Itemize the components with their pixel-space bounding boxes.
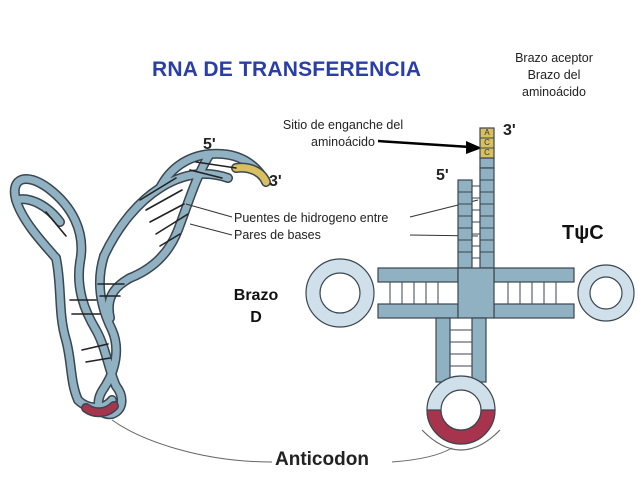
site-arrow [377, 139, 482, 154]
trna-cloverleaf [305, 127, 635, 451]
three-prime-end-left: 3' [269, 173, 282, 190]
label-line: aminoácido [522, 85, 586, 99]
d-arm-label: Brazo D [226, 285, 286, 329]
five-prime-end-left: 5' [203, 136, 216, 153]
acceptor-bases: A C C [480, 128, 494, 158]
label-line: Pares de bases [234, 228, 321, 242]
label-line: D [250, 309, 262, 326]
base-letter: C [484, 148, 490, 157]
base-letter: A [484, 128, 490, 137]
anticodon-pointer-lines [111, 419, 453, 463]
trna-3d-model [9, 148, 271, 420]
attachment-site-label: Sitio de enganche del aminoácido [258, 117, 428, 151]
five-prime-end-right: 5' [436, 167, 449, 184]
label-line: Brazo aceptor [515, 51, 593, 65]
acceptor-arm-label: Brazo aceptor Brazo del aminoácido [498, 50, 610, 101]
anticodon-label: Anticodon [275, 449, 369, 470]
three-prime-end-right: 3' [503, 122, 516, 139]
label-line: Sitio de enganche del [282, 118, 404, 132]
label-line: aminoácido [311, 135, 375, 149]
page-title: RNA DE TRANSFERENCIA [152, 58, 422, 81]
tpsic-arm-label: TψC [562, 222, 604, 244]
label-line: Brazo [233, 287, 279, 304]
hydrogen-bond-label: Puentes de hidrogeno entre Pares de base… [234, 210, 388, 244]
label-line: Brazo del [527, 68, 581, 82]
base-letter: C [484, 138, 490, 147]
label-line: Puentes de hidrogeno entre [234, 211, 389, 225]
